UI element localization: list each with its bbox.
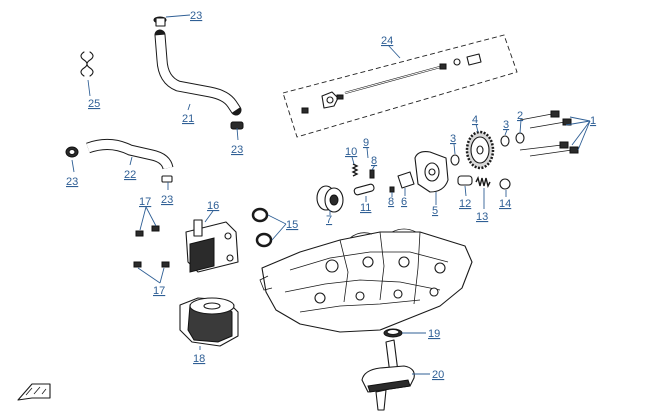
part-7-rotor bbox=[316, 185, 344, 213]
part-11-pin bbox=[353, 183, 375, 196]
part-18-oil-filter bbox=[179, 297, 239, 347]
callout-21[interactable]: 21 bbox=[182, 113, 194, 125]
callout-6[interactable]: 6 bbox=[401, 196, 407, 208]
callout-14[interactable]: 14 bbox=[499, 198, 511, 210]
crankcase bbox=[259, 228, 473, 333]
part-13-spring bbox=[475, 175, 491, 189]
part-15-o-rings bbox=[251, 207, 273, 248]
leader-lines bbox=[71, 14, 591, 375]
part-19-seal bbox=[383, 328, 403, 338]
callout-23[interactable]: 23 bbox=[161, 194, 173, 206]
callout-12[interactable]: 12 bbox=[459, 198, 471, 210]
callout-19[interactable]: 19 bbox=[428, 328, 440, 340]
part-4-gear bbox=[465, 130, 495, 170]
callout-15[interactable]: 15 bbox=[286, 219, 298, 231]
callout-17[interactable]: 17 bbox=[139, 196, 151, 208]
callout-23[interactable]: 23 bbox=[231, 144, 243, 156]
front-direction-arrow-icon bbox=[17, 383, 51, 401]
callout-3[interactable]: 3 bbox=[503, 119, 509, 131]
part-6-bracket bbox=[397, 171, 415, 189]
callout-8[interactable]: 8 bbox=[371, 155, 377, 167]
callout-23[interactable]: 23 bbox=[66, 176, 78, 188]
part-5-pump-body bbox=[414, 151, 449, 193]
callout-3[interactable]: 3 bbox=[450, 133, 456, 145]
callout-22[interactable]: 22 bbox=[124, 169, 136, 181]
part-17-bolts bbox=[133, 225, 170, 268]
callout-4[interactable]: 4 bbox=[472, 114, 478, 126]
part-24-shaft-assembly bbox=[282, 34, 518, 138]
callout-2[interactable]: 2 bbox=[517, 110, 523, 122]
part-14-plug bbox=[499, 178, 511, 190]
callout-9[interactable]: 9 bbox=[363, 137, 369, 149]
callout-5[interactable]: 5 bbox=[432, 205, 438, 217]
part-16-oil-cooler bbox=[185, 219, 239, 273]
part-21-hose bbox=[153, 16, 244, 130]
callout-16[interactable]: 16 bbox=[207, 200, 219, 212]
part-25-clamp bbox=[80, 51, 94, 77]
callout-7[interactable]: 7 bbox=[326, 214, 332, 226]
callout-13[interactable]: 13 bbox=[476, 211, 488, 223]
callout-11[interactable]: 11 bbox=[360, 202, 371, 214]
part-12-plunger bbox=[457, 175, 473, 186]
callout-18[interactable]: 18 bbox=[193, 353, 205, 365]
part-22-hose bbox=[65, 139, 174, 183]
callout-1[interactable]: 1 bbox=[590, 115, 596, 127]
part-1-bolts bbox=[519, 110, 579, 157]
part-10-spring bbox=[351, 163, 359, 177]
callout-10[interactable]: 10 bbox=[345, 146, 357, 158]
callout-20[interactable]: 20 bbox=[432, 369, 444, 381]
callout-labels: 23 24 25 21 23 2 1 4 3 3 9 10 8 22 23 23… bbox=[66, 10, 596, 381]
callout-23[interactable]: 23 bbox=[190, 10, 202, 22]
callout-17[interactable]: 17 bbox=[153, 285, 165, 297]
callout-8[interactable]: 8 bbox=[388, 196, 394, 208]
callout-25[interactable]: 25 bbox=[88, 98, 100, 110]
callout-24[interactable]: 24 bbox=[381, 35, 393, 47]
part-20-strainer bbox=[361, 339, 415, 411]
